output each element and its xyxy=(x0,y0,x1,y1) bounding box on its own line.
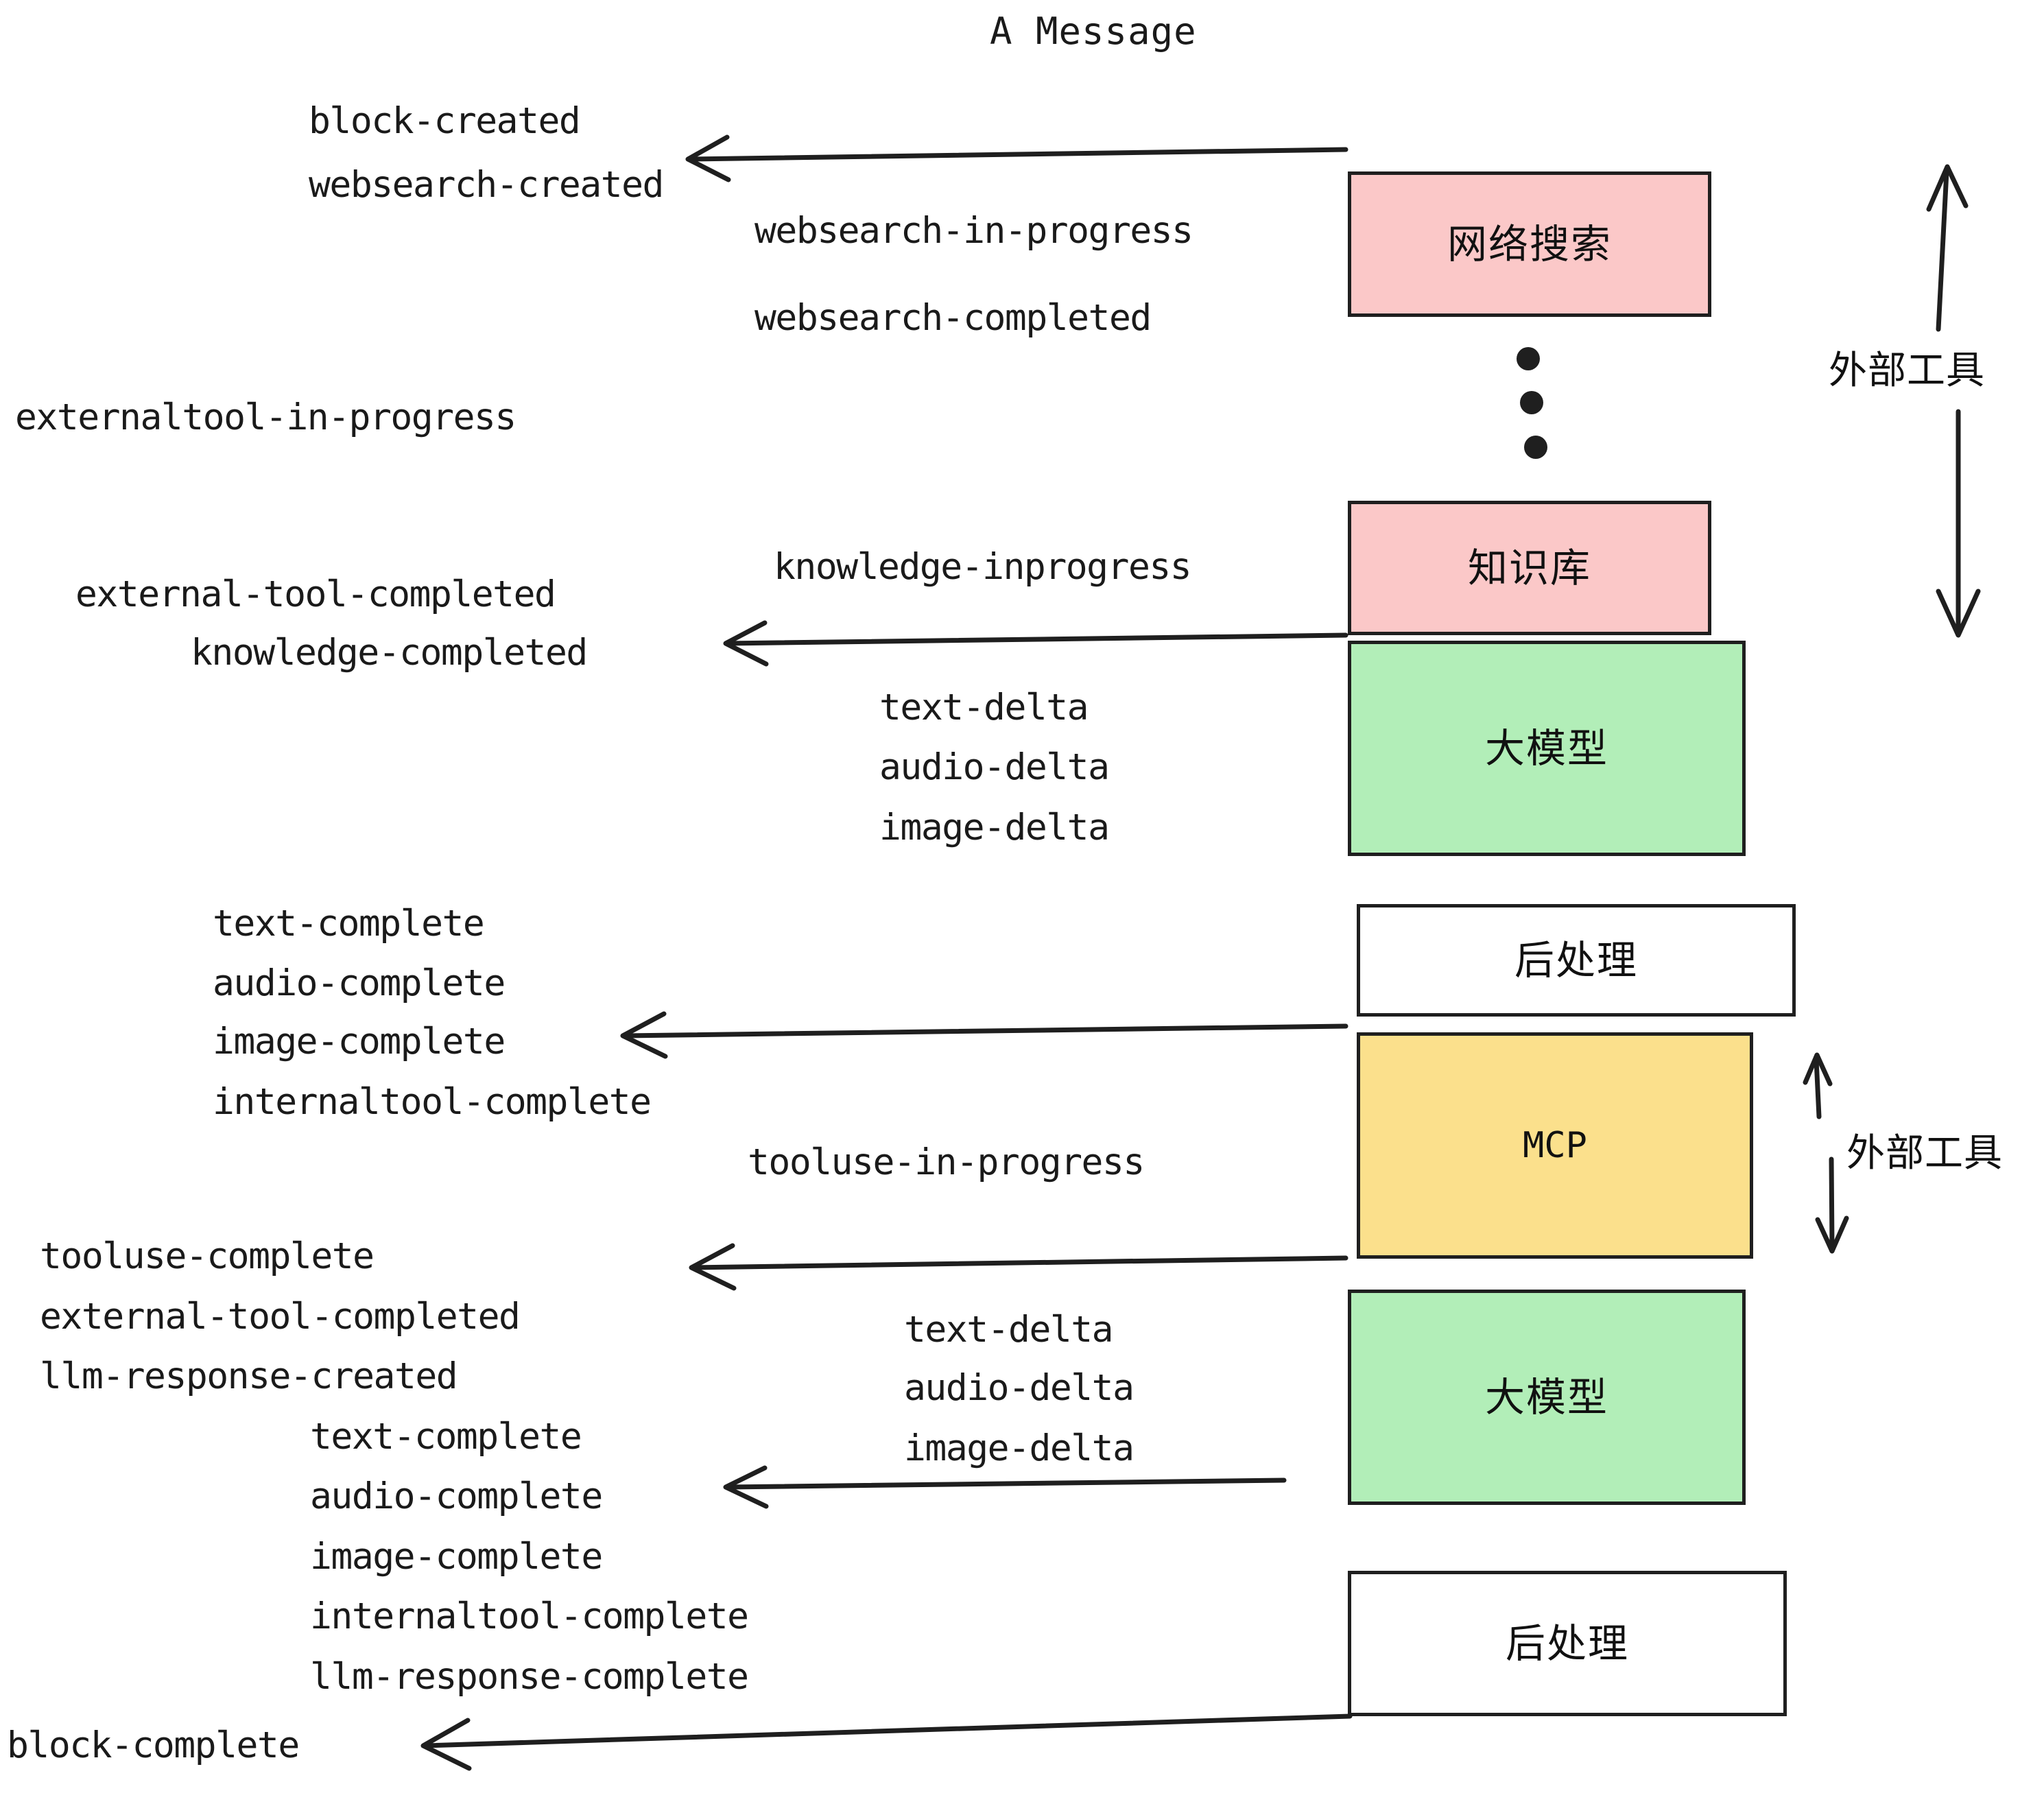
event-label-audio-delta-1: audio-delta xyxy=(879,746,1110,788)
vertical-ellipsis-icon xyxy=(1517,347,1547,459)
event-label-llm-response-complete: llm-response-complete xyxy=(310,1656,749,1698)
arrow-websearch-to-events xyxy=(685,134,1348,182)
event-label-external-tool-completed-2: external-tool-completed xyxy=(40,1296,521,1338)
group-label-external-tools-lower: 外部工具 xyxy=(1846,1131,2003,1176)
node-postprocess-first[interactable]: 后处理 xyxy=(1357,904,1796,1017)
node-websearch[interactable]: 网络搜索 xyxy=(1348,171,1711,317)
event-label-block-complete: block-complete xyxy=(7,1724,300,1766)
event-label-audio-delta-2: audio-delta xyxy=(904,1367,1134,1409)
event-label-knowledge-inprogress: knowledge-inprogress xyxy=(774,546,1192,588)
node-postprocess-second[interactable]: 后处理 xyxy=(1348,1571,1787,1716)
event-label-websearch-completed: websearch-completed xyxy=(754,297,1152,339)
node-llm-second-label: 大模型 xyxy=(1484,1374,1608,1421)
event-label-internaltool-complete-1: internaltool-complete xyxy=(213,1081,652,1123)
event-label-tooluse-in-progress: tooluse-in-progress xyxy=(748,1141,1145,1183)
node-mcp-label: MCP xyxy=(1523,1125,1587,1166)
group-label-external-tools-upper: 外部工具 xyxy=(1829,348,1985,393)
event-label-text-complete-2: text-complete xyxy=(310,1416,582,1458)
event-label-text-delta-1: text-delta xyxy=(879,687,1089,728)
event-label-audio-complete-1: audio-complete xyxy=(213,962,506,1004)
node-knowledge-base[interactable]: 知识库 xyxy=(1348,501,1711,635)
event-label-tooluse-complete: tooluse-complete xyxy=(40,1235,375,1277)
node-llm-first[interactable]: 大模型 xyxy=(1348,641,1746,856)
event-label-knowledge-completed: knowledge-completed xyxy=(191,632,588,674)
arrow-post2-to-block-complete xyxy=(420,1713,1353,1771)
node-knowledge-base-label: 知识库 xyxy=(1467,545,1591,591)
event-label-image-delta-2: image-delta xyxy=(904,1427,1134,1469)
event-label-image-complete-2: image-complete xyxy=(310,1536,603,1578)
event-label-image-delta-1: image-delta xyxy=(879,807,1110,848)
diagram-title: A Message xyxy=(990,10,1197,53)
event-label-internaltool-complete-2: internaltool-complete xyxy=(310,1595,749,1637)
event-label-audio-complete-2: audio-complete xyxy=(310,1475,603,1517)
node-postprocess-second-label: 后处理 xyxy=(1505,1620,1629,1667)
bracket-arrow-external-tools-upper xyxy=(1926,164,1981,638)
event-label-websearch-in-progress: websearch-in-progress xyxy=(754,210,1193,252)
event-label-external-tool-completed-1: external-tool-completed xyxy=(75,573,556,615)
event-label-text-complete-1: text-complete xyxy=(213,903,485,945)
node-websearch-label: 网络搜索 xyxy=(1447,221,1612,268)
node-llm-second[interactable]: 大模型 xyxy=(1348,1290,1746,1505)
arrow-knowledge-to-events xyxy=(723,620,1348,667)
arrow-llm2-to-completes xyxy=(723,1465,1287,1509)
bracket-arrow-external-tools-lower xyxy=(1803,1052,1849,1254)
node-llm-first-label: 大模型 xyxy=(1484,725,1608,772)
event-label-llm-response-created: llm-response-created xyxy=(40,1355,458,1397)
event-label-externaltool-in-progress: externaltool-in-progress xyxy=(15,396,516,438)
arrow-mcp-to-tooluse-complete xyxy=(689,1243,1348,1291)
arrow-llm1-to-completes xyxy=(620,1011,1348,1059)
event-label-websearch-created: websearch-created xyxy=(309,164,664,206)
event-label-block-created: block-created xyxy=(309,100,581,142)
node-mcp[interactable]: MCP xyxy=(1357,1032,1753,1259)
event-label-text-delta-2: text-delta xyxy=(904,1309,1114,1351)
event-label-image-complete-1: image-complete xyxy=(213,1021,506,1063)
node-postprocess-first-label: 后处理 xyxy=(1514,937,1638,984)
